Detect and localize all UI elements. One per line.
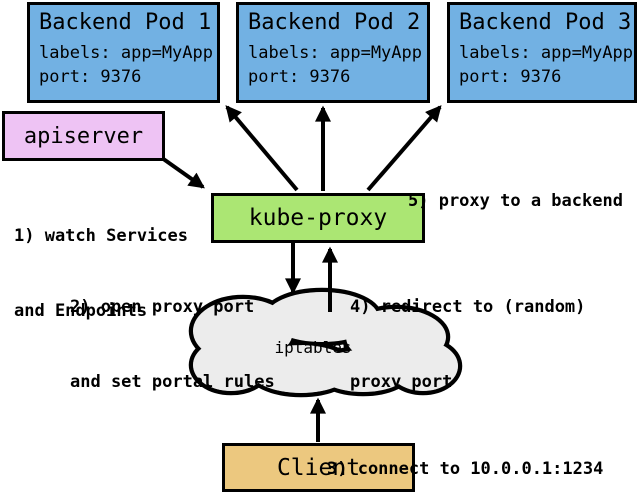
backend-pod-2-labels: labels: app=MyApp [248, 43, 422, 63]
kube-proxy-box: kube-proxy [211, 193, 425, 243]
arrow-apiserver-to-kubeproxy [160, 156, 205, 189]
step-1-annotation: 1) watch Services and Endpoints [14, 174, 188, 374]
backend-pod-1-box: Backend Pod 1 labels: app=MyApp port: 93… [27, 2, 220, 103]
backend-pod-3-title: Backend Pod 3 [459, 10, 632, 35]
backend-pod-3-port: port: 9376 [459, 67, 562, 87]
iptables-label: iptables [274, 338, 352, 357]
step-2-line-2: and set portal rules [70, 372, 275, 392]
step-2-annotation: 2) open proxy port and set portal rules [70, 245, 275, 445]
backend-pod-2-box: Backend Pod 2 labels: app=MyApp port: 93… [236, 2, 430, 103]
step-3-line-1: 3) connect to 10.0.0.1:1234 [327, 459, 604, 479]
step-1-line-1: 1) watch Services [14, 226, 188, 246]
backend-pod-1-title: Backend Pod 1 [39, 10, 212, 35]
backend-pod-2-port: port: 9376 [248, 67, 351, 87]
backend-pod-1-port: port: 9376 [39, 67, 142, 87]
backend-pod-3-box: Backend Pod 3 labels: app=MyApp port: 93… [447, 2, 637, 103]
step-5-annotation: 5) proxy to a backend [408, 139, 623, 264]
arrow-kubeproxy-to-pod1 [225, 105, 299, 192]
arrow-kubeproxy-to-pod3 [366, 105, 442, 192]
step-4-line-1: 4) redirect to (random) [350, 297, 586, 317]
step-3-annotation: 3) connect to 10.0.0.1:1234 [327, 407, 603, 494]
step-4-annotation: 4) redirect to (random) proxy port [350, 245, 585, 445]
backend-pod-2-title: Backend Pod 2 [248, 10, 421, 35]
kube-proxy-label: kube-proxy [248, 205, 388, 231]
step-2-line-1: 2) open proxy port [70, 297, 255, 317]
apiserver-box: apiserver [2, 111, 165, 161]
client-label: Client [276, 454, 361, 481]
apiserver-label: apiserver [23, 123, 144, 149]
step-5-line-1: 5) proxy to a backend [408, 191, 623, 211]
backend-pod-1-labels: labels: app=MyApp [39, 43, 213, 63]
step-4-line-2: proxy port [350, 372, 453, 392]
client-box: Client [222, 443, 415, 492]
iptables-cloud-fill [193, 292, 458, 393]
step-1-line-2: and Endpoints [14, 301, 148, 321]
backend-pod-3-labels: labels: app=MyApp [459, 43, 633, 63]
